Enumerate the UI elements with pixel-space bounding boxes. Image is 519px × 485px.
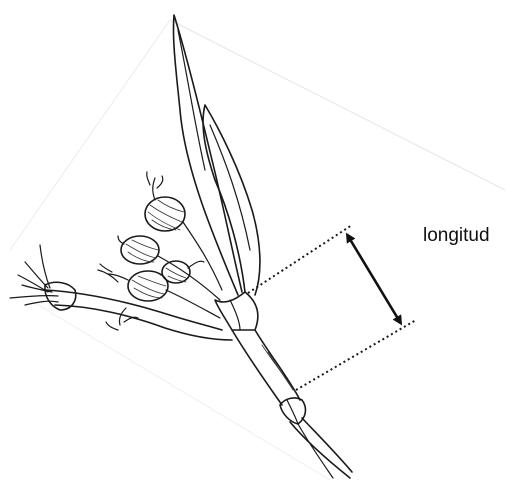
guide-line-upper: [248, 225, 352, 293]
measurement-label: longitud: [423, 225, 490, 247]
fruit-pod: [162, 261, 204, 283]
stem-node-lower: [280, 398, 305, 424]
paper-border: [10, 20, 505, 480]
guide-line-lower: [296, 320, 416, 390]
fruit-pod: [108, 271, 220, 318]
length-arrow: [348, 236, 400, 322]
upper-leaves: [173, 15, 259, 295]
fruit-pod: [118, 236, 220, 300]
stem-node-upper: [215, 292, 258, 330]
stem-base: [290, 418, 352, 478]
branch-sprouts: [98, 264, 138, 330]
stem-internode: [232, 330, 300, 405]
fruit-cluster: [108, 172, 222, 318]
side-branch: [10, 245, 232, 340]
